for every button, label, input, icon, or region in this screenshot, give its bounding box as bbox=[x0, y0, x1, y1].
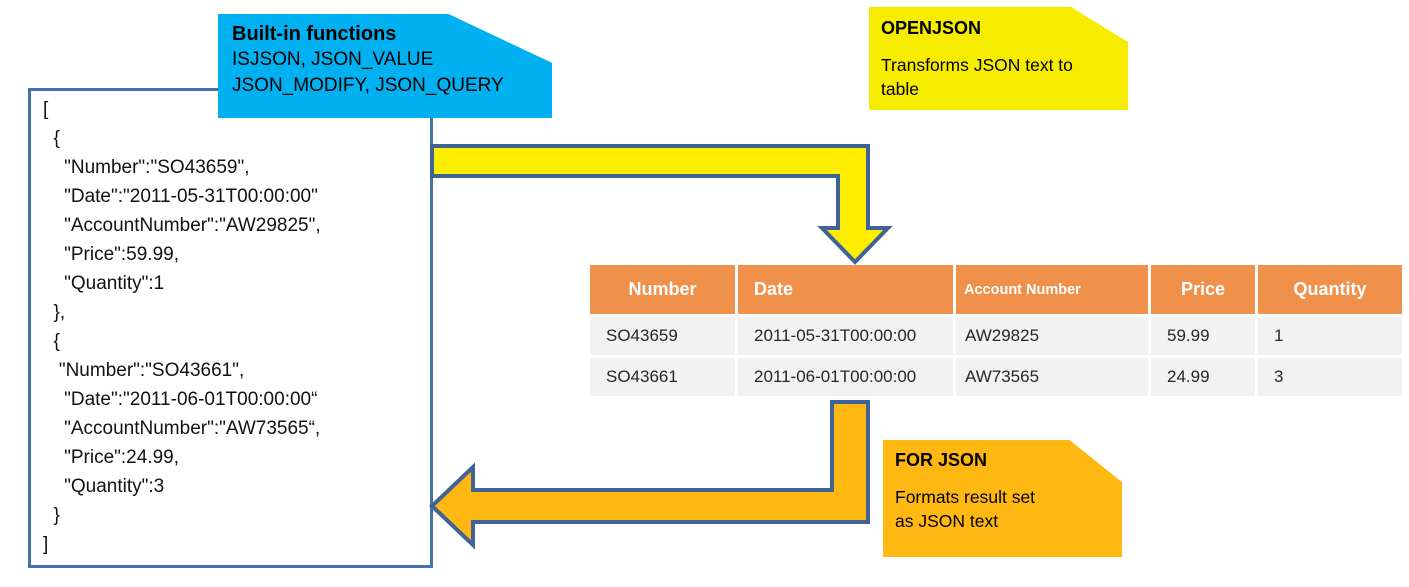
json-text-block: [ { "Number":"SO43659", "Date":"2011-05-… bbox=[28, 88, 433, 568]
table-cell: AW73565 bbox=[956, 358, 1148, 396]
table-cell: 3 bbox=[1258, 358, 1402, 396]
callout-forjson-title: FOR JSON bbox=[895, 450, 988, 470]
table-cell: SO43659 bbox=[590, 317, 735, 355]
column-header-quantity: Quantity bbox=[1258, 265, 1402, 314]
table-cell: 2011-06-01T00:00:00 bbox=[738, 358, 953, 396]
callout-openjson-body: Transforms JSON text to table bbox=[881, 55, 1073, 99]
column-header-account-number: Account Number bbox=[956, 265, 1148, 314]
table-cell: 24.99 bbox=[1151, 358, 1255, 396]
callout-openjson-title: OPENJSON bbox=[881, 18, 982, 38]
forjson-arrow bbox=[429, 400, 870, 550]
column-header-price: Price bbox=[1151, 265, 1255, 314]
table-cell: AW29825 bbox=[956, 317, 1148, 355]
column-header-date: Date bbox=[738, 265, 953, 314]
table-cell: 2011-05-31T00:00:00 bbox=[738, 317, 953, 355]
callout-builtin-body: ISJSON, JSON_VALUE JSON_MODIFY, JSON_QUE… bbox=[232, 49, 504, 96]
column-header-number: Number bbox=[590, 265, 735, 314]
callout-forjson-body: Formats result set as JSON text bbox=[895, 487, 1036, 531]
callout-openjson: OPENJSON Transforms JSON text to table bbox=[869, 7, 1128, 110]
openjson-arrow bbox=[430, 144, 893, 265]
table-cell: 59.99 bbox=[1151, 317, 1255, 355]
callout-forjson: FOR JSON Formats result set as JSON text bbox=[883, 440, 1122, 557]
table-cell: SO43661 bbox=[590, 358, 735, 396]
table-cell: 1 bbox=[1258, 317, 1402, 355]
callout-builtin-title: Built-in functions bbox=[232, 23, 397, 45]
json-code: [ { "Number":"SO43659", "Date":"2011-05-… bbox=[43, 99, 321, 555]
callout-builtin-functions: Built-in functions ISJSON, JSON_VALUE JS… bbox=[218, 14, 552, 118]
